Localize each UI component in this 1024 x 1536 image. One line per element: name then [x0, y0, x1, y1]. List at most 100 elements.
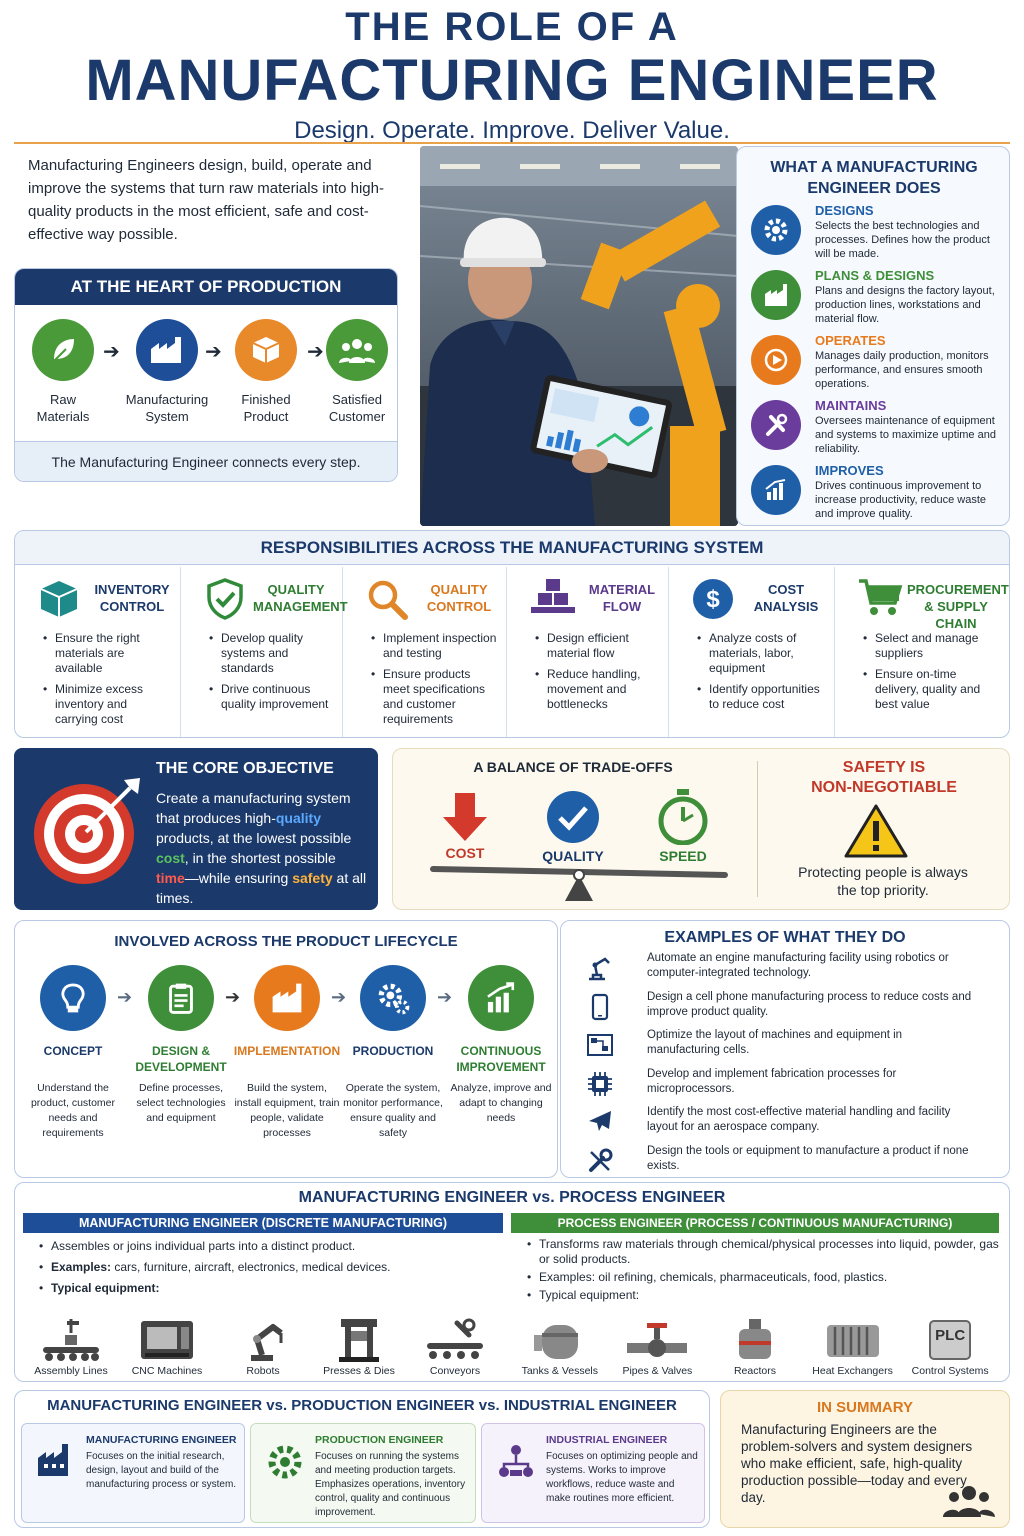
process-bullets: Transforms raw materials through chemica…: [511, 1233, 999, 1303]
discrete-bullet: Assembles or joins individual parts into…: [39, 1239, 503, 1254]
factory-icon: [254, 965, 320, 1031]
responsibility-bullet: Ensure the right materials are available: [43, 631, 171, 676]
does-item-text: Oversees maintenance of equipment and sy…: [815, 415, 996, 455]
intro-text: Manufacturing Engineers design, build, o…: [28, 157, 384, 243]
people-network-icon: [496, 1442, 536, 1487]
examples-title: EXAMPLES OF WHAT THEY DO: [664, 929, 906, 946]
responsibility-title: MATERIAL FLOW: [588, 582, 656, 614]
cost-down-arrow-icon: [443, 793, 487, 846]
tradeoff-speed-label: SPEED: [659, 848, 707, 864]
equipment-label: Presses & Dies: [323, 1365, 395, 1377]
example-item: Design a cell phone manufacturing proces…: [585, 990, 995, 1029]
responsibilities-title: RESPONSIBILITIES ACROSS THE MANUFACTURIN…: [15, 531, 1009, 565]
discrete-bullet: Examples: cars, furniture, aircraft, ele…: [39, 1260, 503, 1275]
discrete-panel-title: MANUFACTURING ENGINEER (DISCRETE MANUFAC…: [23, 1213, 503, 1233]
discrete-panel: MANUFACTURING ENGINEER (DISCRETE MANUFAC…: [23, 1213, 503, 1377]
comparison-card-title: INDUSTRIAL ENGINEER: [546, 1434, 668, 1446]
example-text: Optimize the layout of machines and equi…: [647, 1029, 903, 1056]
does-item: OPERATES Manages daily production, monit…: [751, 333, 1003, 398]
safety-title-2: NON-NEGOTIABLE: [811, 779, 957, 796]
equipment-item: CNC Machines: [122, 1317, 212, 1377]
heat-exchangers-icon: [821, 1317, 885, 1363]
core-objective-card: THE CORE OBJECTIVE Create a manufacturin…: [14, 748, 378, 910]
example-item: Identify the most cost-effective materia…: [585, 1105, 995, 1144]
responsibility-title: INVENTORY CONTROL: [94, 582, 170, 614]
arrow-icon: ➔: [331, 987, 347, 1007]
comparison-card: INDUSTRIAL ENGINEER Focuses on optimizin…: [481, 1423, 705, 1523]
comparison-card: PRODUCTION ENGINEER Focuses on running t…: [250, 1423, 476, 1523]
responsibility-column: $ COST ANALYSIS Analyze costs of materia…: [669, 567, 835, 737]
summary-text: Manufacturing Engineers are the problem-…: [741, 1422, 973, 1505]
lifecycle-card: INVOLVED ACROSS THE PRODUCT LIFECYCLE CO…: [14, 920, 558, 1178]
tools-icon: [585, 1146, 615, 1181]
people-icon: [943, 1483, 995, 1524]
does-item-text: Manages daily production, monitors perfo…: [815, 350, 989, 390]
factory-icon: [36, 1442, 74, 1483]
lifecycle-step-title: IMPLEMENTATION: [233, 1044, 341, 1058]
equipment-item: Heat Exchangers: [808, 1317, 898, 1377]
heart-step-label: Satisfied Customer: [328, 392, 386, 424]
equipment-item: Conveyors: [410, 1317, 500, 1377]
responsibility-bullet: Ensure on-time delivery, quality and bes…: [863, 667, 999, 712]
process-bullet: Typical equipment:: [527, 1288, 999, 1303]
does-item-text: Selects the best technologies and proces…: [815, 220, 990, 260]
header-divider: [14, 142, 1010, 144]
equipment-item: Presses & Dies: [314, 1317, 404, 1377]
growth-chart-icon: [468, 965, 534, 1031]
discrete-bullet: Typical equipment:: [39, 1281, 503, 1296]
does-item-text: Plans and designs the factory layout, pr…: [815, 285, 995, 325]
assembly-lines-icon: [39, 1317, 103, 1363]
responsibility-bullet: Reduce handling, movement and bottleneck…: [535, 667, 659, 712]
lifecycle-step-title: PRODUCTION: [352, 1044, 434, 1058]
arrow-icon: ➔: [225, 987, 241, 1007]
what-does-list: DESIGNS Selects the best technologies an…: [751, 203, 1003, 528]
comparison-card-title: MANUFACTURING ENGINEER: [86, 1434, 237, 1446]
tradeoffs-safety-card: A BALANCE OF TRADE-OFFS COST QUALITY SPE…: [392, 748, 1010, 910]
pipes-valves-icon: [625, 1317, 689, 1363]
tradeoffs-title: A BALANCE OF TRADE-OFFS: [473, 759, 673, 775]
core-objective-title: THE CORE OBJECTIVE: [156, 760, 334, 777]
core-text: —while ensuring: [184, 870, 293, 886]
lifecycle-step-text: Analyze, improve and adapt to changing n…: [450, 1082, 552, 1124]
core-objective-text: Create a manufacturing system that produ…: [156, 788, 368, 908]
plc-label: PLC: [935, 1327, 966, 1344]
what-does-title: WHAT A MANUFACTURING ENGINEER DOES: [770, 159, 978, 197]
example-text: Identify the most cost-effective materia…: [647, 1106, 951, 1133]
responsibility-title: COST ANALYSIS: [753, 582, 819, 614]
process-equipment: Tanks & Vessels Pipes & Valves Reactors …: [511, 1317, 999, 1377]
people-icon: [326, 319, 388, 381]
responsibility-bullets: Select and manage suppliersEnsure on-tim…: [863, 631, 999, 718]
hero-photo: [420, 146, 738, 526]
example-text: Develop and implement fabrication proces…: [647, 1067, 897, 1095]
lifecycle-step-text: Define processes, select technologies an…: [136, 1082, 226, 1124]
does-item-title: PLANS & DESIGNS: [815, 268, 935, 283]
airplane-icon: [585, 1107, 615, 1142]
target-icon: [32, 774, 144, 886]
box-icon: [235, 319, 297, 381]
equipment-label: Robots: [246, 1365, 280, 1377]
does-item: MAINTAINS Oversees maintenance of equipm…: [751, 398, 1003, 463]
tanks-vessels-icon: [528, 1317, 592, 1363]
reactors-icon: [723, 1317, 787, 1363]
examples-card: EXAMPLES OF WHAT THEY DO Automate an eng…: [560, 920, 1010, 1178]
play-icon: [751, 335, 801, 385]
leaf-icon: [32, 319, 94, 381]
safety-title-1: SAFETY IS: [842, 759, 926, 776]
page-header: THE ROLE OF A MANUFACTURING ENGINEER Des…: [0, 4, 1024, 146]
examples-text: oil refining, chemicals, pharmaceuticals…: [595, 1270, 888, 1284]
arrow-icon: ➔: [103, 341, 120, 363]
conveyors-icon: [423, 1317, 487, 1363]
responsibility-title: QUALITY CONTROL: [426, 582, 492, 614]
magnifier-icon: [365, 577, 409, 626]
summary-title: IN SUMMARY: [816, 1399, 914, 1416]
phone-icon: [585, 992, 615, 1027]
responsibility-bullet: Ensure products meet specifications and …: [371, 667, 497, 727]
cnc-machines-icon: [135, 1317, 199, 1363]
responsibility-title: QUALITY MANAGEMENT: [253, 582, 348, 614]
lifecycle-step-title: CONCEPT: [43, 1044, 103, 1058]
equipment-item: PLC Control Systems: [905, 1317, 995, 1377]
core-cost-word: cost: [156, 850, 185, 866]
example-item: Optimize the layout of machines and equi…: [585, 1028, 995, 1067]
arrow-icon: ➔: [117, 987, 133, 1007]
examples-text: cars, furniture, aircraft, electronics, …: [111, 1260, 391, 1274]
